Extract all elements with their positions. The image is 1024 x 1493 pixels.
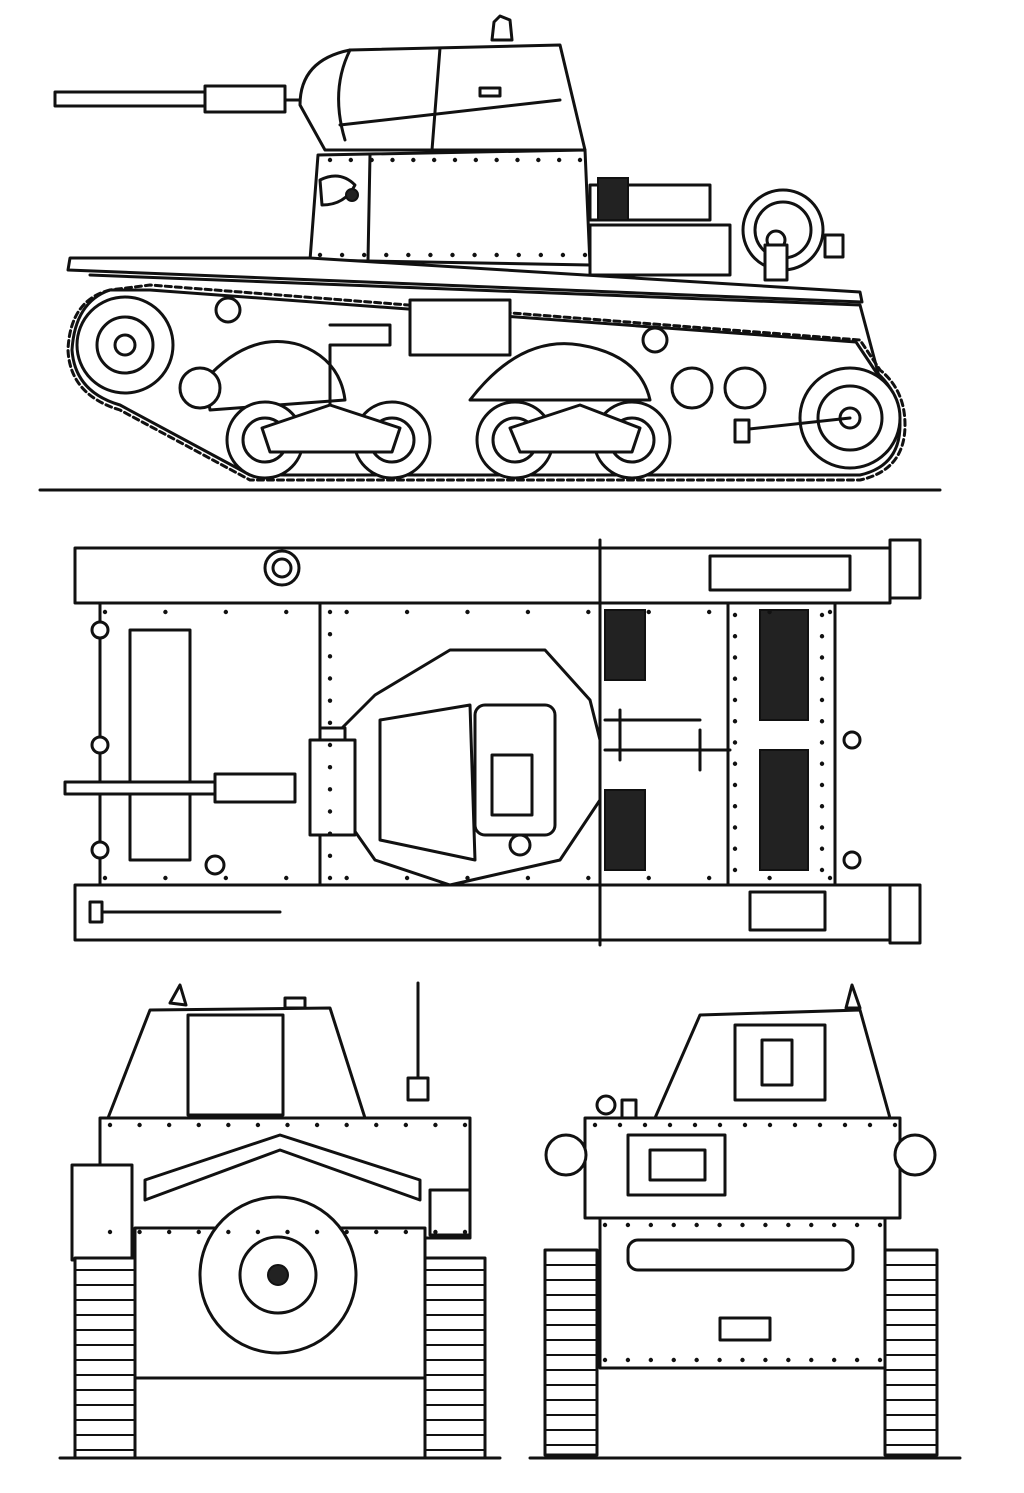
hull [66,256,882,382]
superstructure [308,148,592,267]
drive-sprocket [75,295,175,395]
front-tracks [73,1256,487,1460]
engine-deck [588,177,845,282]
idler-wheel [733,366,902,470]
front-view [58,981,502,1460]
main-gun [53,84,307,114]
rear-view [528,983,962,1460]
turret-top [338,648,602,887]
bogie-front [178,340,432,480]
rivets [102,157,898,1363]
rear-tracks [543,1248,939,1457]
side-view [38,14,942,492]
gun-top [63,726,357,837]
turret [298,14,587,152]
bogie-rear [468,342,767,480]
top-view [63,538,922,947]
